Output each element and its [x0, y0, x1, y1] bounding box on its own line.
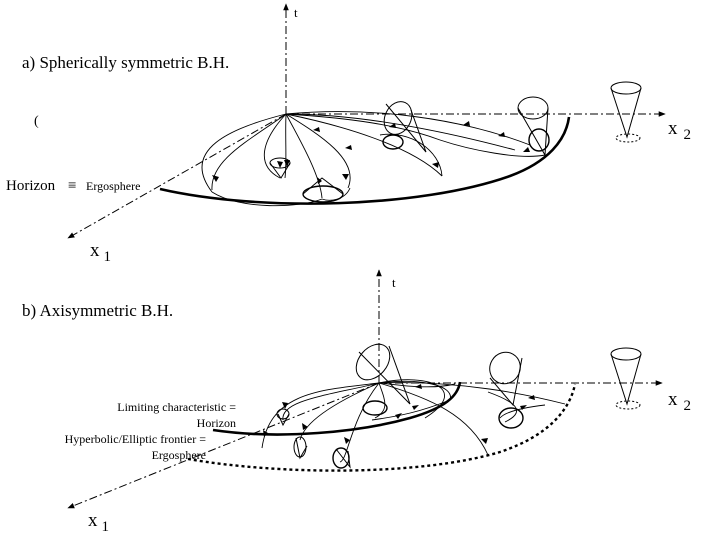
- trajectories-b: [261, 379, 566, 463]
- frontier-label-line1: Hyperbolic/Elliptic frontier =: [65, 432, 207, 446]
- cones-b: [276, 343, 642, 469]
- horizon-curve-b: [212, 381, 462, 436]
- trajectories-a: [201, 111, 546, 207]
- equiv-symbol-a: ≡: [68, 178, 76, 194]
- frontier-label-line2: Ergosphere: [152, 448, 206, 462]
- caption-b: b) Axisymmetric B.H.: [22, 301, 173, 320]
- trajectory-arrows-a: [212, 121, 530, 184]
- cones-a: [269, 81, 642, 203]
- caption-a: a) Spherically symmetric B.H.: [22, 53, 229, 72]
- limiting-label-line1: Limiting characteristic =: [117, 400, 236, 414]
- axis-x1-b: [67, 382, 380, 509]
- axis-t-label-b: t: [392, 275, 396, 290]
- axis-t-label-a: t: [294, 5, 298, 20]
- trajectory-arrows-b: [263, 384, 535, 444]
- axis-x1-a: [67, 113, 287, 239]
- ergosphere-curve-b: [187, 383, 577, 472]
- small-mark-a: (: [34, 114, 39, 129]
- ergosphere-label-a: Ergosphere: [86, 179, 140, 193]
- horizon-label-a: Horizon: [6, 178, 56, 194]
- horizon-curve-a: [159, 116, 571, 205]
- limiting-label-line2: Horizon: [197, 416, 236, 430]
